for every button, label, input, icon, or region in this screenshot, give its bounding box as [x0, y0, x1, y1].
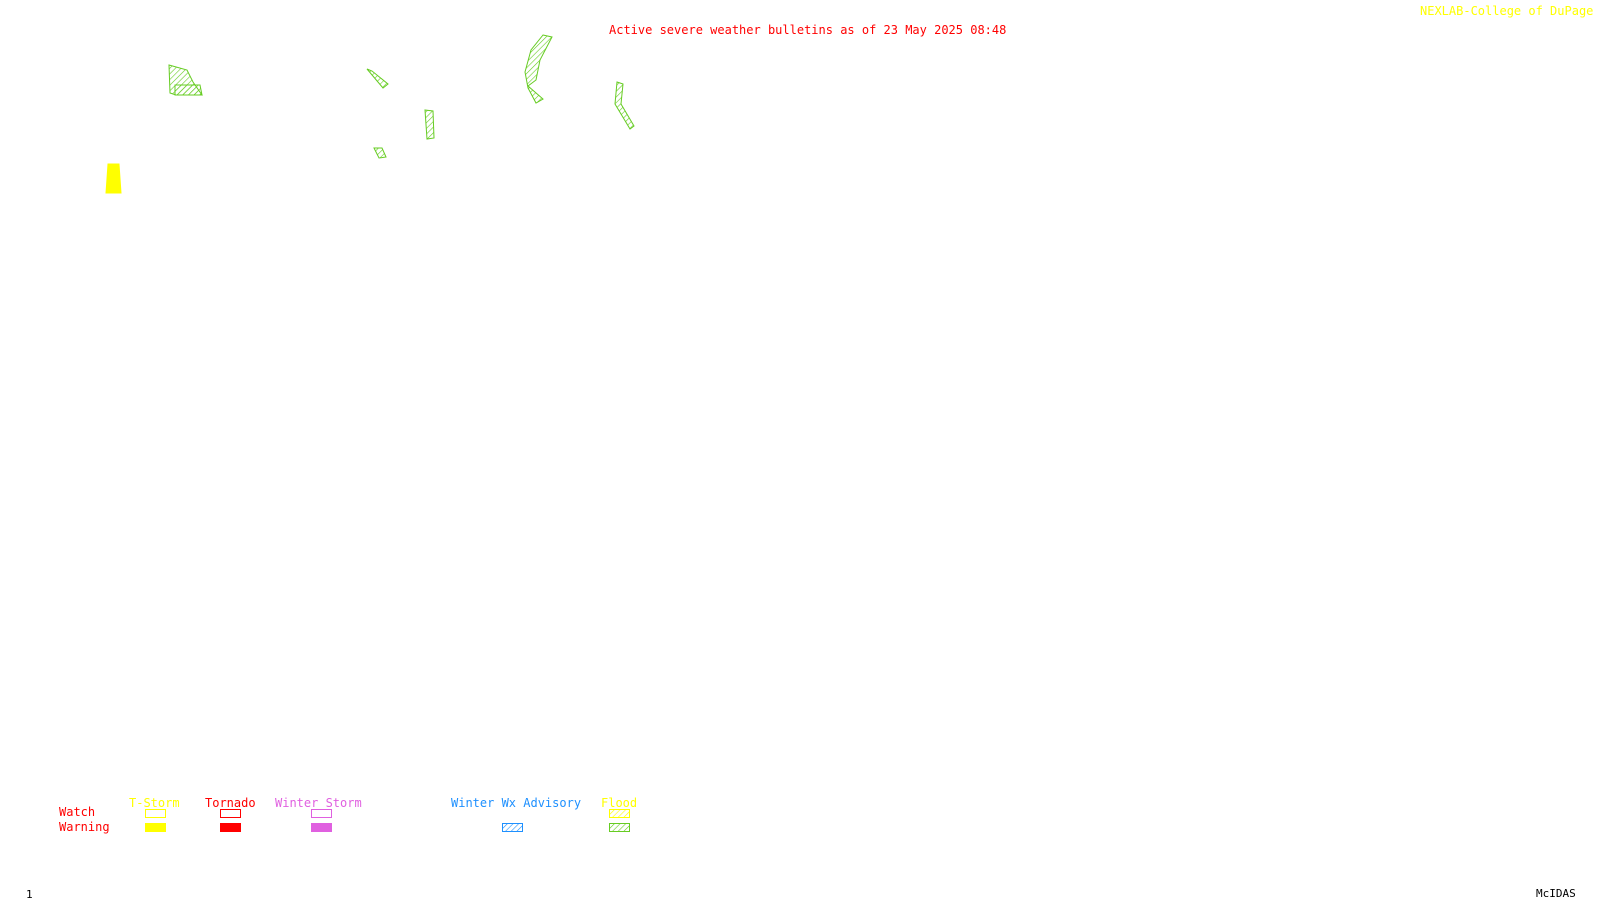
legend-watch-label: Watch	[59, 805, 96, 819]
legend-flood-label: Flood	[601, 796, 638, 810]
flood-warning-area	[614, 81, 635, 130]
legend-winter-wx-advisory-label: Winter Wx Advisory	[451, 796, 582, 810]
flood-warning-area	[524, 34, 553, 104]
frame-number: 1	[26, 888, 33, 901]
legend-flood-warning-swatch	[609, 823, 630, 832]
legend-winter-storm-label: Winter Storm	[275, 796, 362, 810]
software-label: McIDAS	[1536, 887, 1576, 900]
legend-tstorm-label: T-Storm	[129, 796, 180, 810]
legend-tstorm-warning-swatch	[145, 823, 166, 832]
legend-tornado-warning-swatch	[220, 823, 241, 832]
legend-winter-wx-advisory-swatch	[502, 823, 523, 832]
flood-warning-area	[174, 84, 203, 96]
tstorm-warning-area	[105, 163, 122, 194]
legend-tornado-label: Tornado	[205, 796, 256, 810]
legend-winter-storm-watch-swatch	[311, 809, 332, 818]
credit-label: NEXLAB-College of DuPage R	[1420, 4, 1600, 18]
flood-warning-area	[366, 68, 389, 89]
flood-warning-area	[373, 147, 387, 159]
legend-flood-watch-swatch	[609, 809, 630, 818]
legend-tornado-watch-swatch	[220, 809, 241, 818]
legend-tstorm-watch-swatch	[145, 809, 166, 818]
bulletin-title: Active severe weather bulletins as of 23…	[609, 23, 1007, 37]
flood-warning-area	[424, 109, 435, 140]
legend-winter-storm-warning-swatch	[311, 823, 332, 832]
legend-warning-label: Warning	[59, 820, 110, 834]
